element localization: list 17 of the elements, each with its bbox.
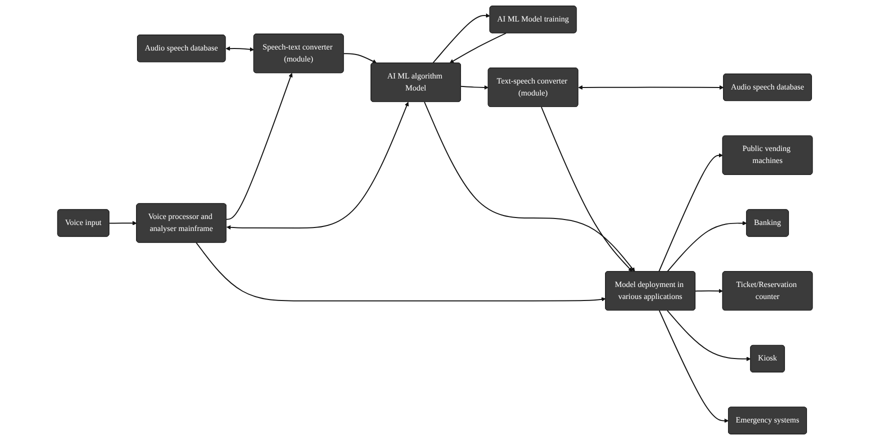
arrow	[449, 32, 506, 64]
arrow	[540, 106, 633, 272]
arrow	[666, 221, 747, 272]
arrow	[578, 85, 724, 90]
arrow	[343, 53, 377, 64]
arrow	[666, 310, 751, 362]
arrow	[424, 102, 636, 272]
arrow	[658, 153, 724, 272]
arrow	[694, 288, 724, 294]
arrow	[432, 13, 490, 64]
arrow	[108, 220, 137, 226]
arrow	[226, 72, 293, 220]
arrow	[226, 46, 254, 52]
arrow	[658, 310, 729, 423]
arrow	[460, 85, 489, 90]
arrow	[196, 242, 606, 302]
arrow	[226, 102, 409, 230]
